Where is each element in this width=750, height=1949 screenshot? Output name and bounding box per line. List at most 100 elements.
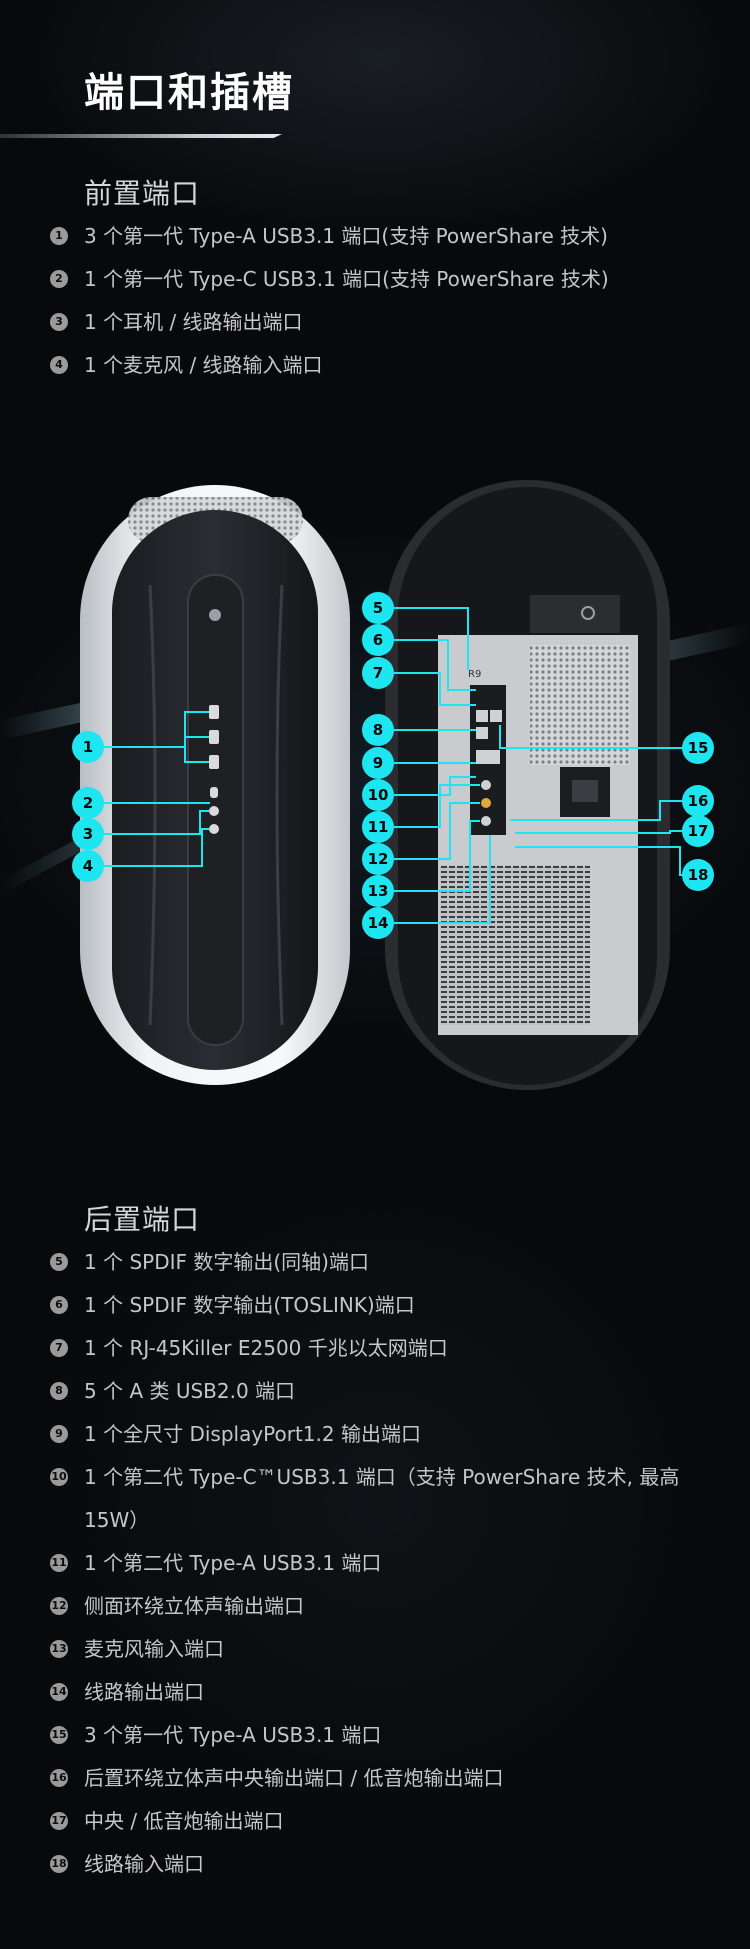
front-port-item: 1 3 个第一代 Type-A USB3.1 端口(支持 PowerShare 技… (50, 215, 704, 258)
callout-line (88, 828, 209, 867)
svg-text:11: 11 (368, 818, 389, 836)
callout-badge: 15 (682, 732, 714, 764)
item-number-badge: 13 (50, 1640, 68, 1658)
audio-jack-icon (481, 816, 491, 826)
item-number-badge: 12 (50, 1597, 68, 1615)
item-number-badge: 4 (50, 356, 68, 374)
callout-badge: 8 (362, 714, 394, 746)
item-text: 1 个第一代 Type-C USB3.1 端口(支持 PowerShare 技术… (84, 267, 609, 291)
callout-badge: 4 (72, 850, 104, 882)
usb-a-port-icon (209, 755, 219, 769)
callout-line (394, 784, 480, 828)
item-text: 1 个耳机 / 线路输出端口 (84, 310, 303, 334)
callout-badge: 14 (362, 907, 394, 939)
callout-badge: 3 (72, 818, 104, 850)
callout-badge: 11 (362, 811, 394, 843)
lock-icon (581, 606, 595, 620)
svg-text:14: 14 (368, 914, 389, 932)
front-port-item: 4 1 个麦克风 / 线路输入端口 (50, 344, 704, 387)
rear-marking: R9 (468, 669, 481, 680)
item-text: 1 个全尺寸 DisplayPort1.2 输出端口 (84, 1422, 421, 1446)
svg-text:6: 6 (373, 631, 383, 649)
callout-badge: 1 (72, 731, 104, 763)
svg-text:10: 10 (368, 786, 389, 804)
item-number-badge: 14 (50, 1683, 68, 1701)
psu-vent-grille (530, 645, 630, 765)
title-underline (0, 134, 282, 138)
item-number-badge: 10 (50, 1468, 68, 1486)
product-figure: R9 1 2 3 (0, 465, 750, 1125)
item-text: 线路输入端口 (84, 1852, 204, 1876)
rear-port-item: 12 侧面环绕立体声输出端口 (50, 1585, 704, 1628)
svg-text:5: 5 (373, 599, 383, 617)
callout-badges: 1 2 3 4 5 6 7 8 9 10 11 12 13 14 15 16 1… (72, 592, 714, 939)
item-text: 1 个 SPDIF 数字输出(同轴)端口 (84, 1250, 369, 1274)
svg-text:3: 3 (83, 825, 93, 843)
callout-line (88, 810, 209, 835)
callout-badge: 13 (362, 875, 394, 907)
rear-port-item: 15 3 个第一代 Type-A USB3.1 端口 (50, 1714, 704, 1757)
callout-badge: 12 (362, 843, 394, 875)
svg-text:13: 13 (368, 882, 389, 900)
callout-lines (88, 607, 694, 924)
audio-jack-icon (481, 780, 491, 790)
callout-badge: 7 (362, 657, 394, 689)
psu-handle (530, 595, 620, 633)
item-text: 1 个麦克风 / 线路输入端口 (84, 353, 323, 377)
callout-badge: 10 (362, 779, 394, 811)
item-text: 5 个 A 类 USB2.0 端口 (84, 1379, 296, 1403)
item-text: 1 个第二代 Type-A USB3.1 端口 (84, 1551, 382, 1575)
item-number-badge: 2 (50, 270, 68, 288)
usb-c-port-icon (210, 787, 218, 798)
svg-text:17: 17 (688, 822, 709, 840)
usb-a-port-icon (490, 710, 502, 722)
item-number-badge: 17 (50, 1812, 68, 1830)
svg-text:12: 12 (368, 850, 389, 868)
rear-port-item: 8 5 个 A 类 USB2.0 端口 (50, 1370, 704, 1413)
item-text: 侧面环绕立体声输出端口 (84, 1594, 304, 1618)
item-text: 麦克风输入端口 (84, 1637, 224, 1661)
svg-text:2: 2 (83, 794, 93, 812)
callout-line (394, 802, 480, 860)
item-number-badge: 8 (50, 1382, 68, 1400)
item-number-badge: 11 (50, 1554, 68, 1572)
page-title: 端口和插槽 (84, 70, 294, 116)
callout-badge: 17 (682, 815, 714, 847)
svg-text:18: 18 (688, 866, 709, 884)
callout-badge: 2 (72, 787, 104, 819)
svg-text:8: 8 (373, 721, 383, 739)
svg-text:9: 9 (373, 754, 383, 772)
item-number-badge: 15 (50, 1726, 68, 1744)
item-text: 1 个 RJ-45Killer E2500 千兆以太网端口 (84, 1336, 448, 1360)
item-text: 3 个第一代 Type-A USB3.1 端口(支持 PowerShare 技术… (84, 224, 608, 248)
callout-badge: 18 (682, 859, 714, 891)
front-ports-heading: 前置端口 (84, 177, 201, 210)
callout-line (394, 639, 476, 691)
power-socket-icon (572, 780, 598, 802)
usb-a-port-icon (209, 730, 219, 744)
rear-port-item: 11 1 个第二代 Type-A USB3.1 端口 (50, 1542, 704, 1585)
callout-badge: 5 (362, 592, 394, 624)
rear-port-item: 10 1 个第二代 Type-C™USB3.1 端口（支持 PowerShare … (50, 1456, 704, 1542)
item-number-badge: 18 (50, 1855, 68, 1873)
item-number-badge: 6 (50, 1296, 68, 1314)
callout-badge: 6 (362, 624, 394, 656)
front-port-item: 2 1 个第一代 Type-C USB3.1 端口(支持 PowerShare 技… (50, 258, 704, 301)
svg-text:1: 1 (83, 738, 93, 756)
item-number-badge: 1 (50, 227, 68, 245)
usb-a-port-icon (209, 705, 219, 719)
item-number-badge: 16 (50, 1769, 68, 1787)
rear-chassis-image: R9 (385, 480, 670, 1090)
usb-a-port-icon (476, 727, 488, 739)
headphone-jack-icon (209, 806, 219, 816)
item-text: 3 个第一代 Type-A USB3.1 端口 (84, 1723, 382, 1747)
item-text: 1 个第二代 Type-C™USB3.1 端口（支持 PowerShare 技术… (84, 1465, 680, 1532)
